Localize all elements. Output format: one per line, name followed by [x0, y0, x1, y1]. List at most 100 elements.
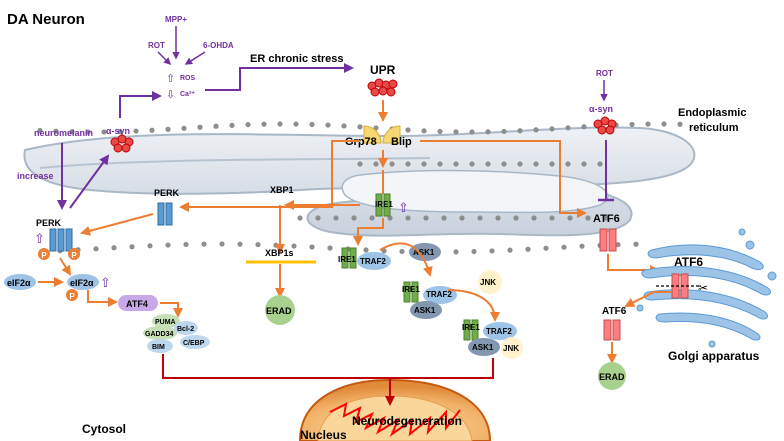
ribosome-dot	[501, 161, 507, 167]
ribosome-dot	[399, 248, 405, 255]
rot-label: ROT	[148, 41, 165, 50]
jnk-b-label: JNK	[503, 344, 519, 353]
ribosome-dot	[459, 215, 465, 221]
grp78-shape	[363, 125, 382, 144]
ribosome-dot	[517, 128, 523, 134]
ribosome-dot	[633, 241, 639, 247]
alpha-syn-left-aggregate-icon	[110, 134, 134, 153]
ribosome-dot	[327, 245, 333, 251]
cytosol-label: Cytosol	[82, 422, 126, 436]
erad-right-label: ERAD	[599, 372, 625, 382]
ribosome-dot	[387, 215, 393, 221]
xbp1s-label: XBP1s	[265, 248, 294, 258]
ribosome-dot	[405, 215, 411, 221]
ribosome-dot	[369, 215, 375, 221]
ribosome-dot	[437, 128, 443, 135]
endoplasmic-reticulum	[23, 121, 696, 255]
stressors: MPP+ ROT 6-OHDA ⇧ ⇩ ROS Ca²⁺	[148, 15, 234, 101]
ribosome-dot	[111, 245, 117, 251]
ribosome-dot	[357, 124, 363, 130]
ribosome-dot	[357, 161, 363, 167]
rot-right-label: ROT	[596, 69, 613, 78]
ribosome-dot	[533, 161, 539, 167]
ribosome-dot	[423, 215, 429, 221]
ribosome-dot	[453, 161, 459, 167]
ribosome-dot	[507, 247, 513, 253]
ribosome-dot	[149, 127, 155, 133]
eif2a-up-arrow-icon: ⇧	[100, 275, 111, 290]
erad-mid-label: ERAD	[266, 306, 292, 316]
ribosome-dot	[133, 128, 139, 134]
ribosome-dot	[549, 126, 555, 132]
ribosome-dot	[533, 127, 539, 133]
perk-cytosol-label: PERK	[36, 218, 62, 228]
ribosome-dot	[297, 215, 303, 221]
ire1-up-arrow-icon: ⇧	[398, 200, 409, 215]
ribosome-dot	[469, 129, 475, 135]
ribosome-dot	[405, 127, 411, 133]
eif2a-2-label: eIF2α	[70, 278, 94, 288]
ire1-er-label: IRE1	[375, 200, 393, 209]
perk-er-receptor	[157, 202, 173, 226]
ire1-b-label: IRE1	[402, 285, 420, 294]
ribosome-dot	[453, 129, 459, 135]
ribosome-dot	[597, 161, 603, 167]
traf2-c-label: TRAF2	[486, 327, 512, 336]
ribosome-dot	[201, 241, 207, 247]
phospho-icon	[38, 248, 50, 260]
ribosome-dot	[37, 127, 43, 134]
phospho-label-3: P	[69, 292, 75, 301]
ribosome-dot	[441, 215, 447, 221]
ribosome-dot	[237, 241, 243, 247]
er-chronic-stress-label: ER chronic stress	[250, 53, 344, 65]
ribosome-dot	[389, 161, 395, 167]
atf6-cytosol-receptor	[603, 319, 621, 341]
phospho-icon	[68, 248, 80, 260]
ribosome-dot	[245, 122, 251, 128]
perk-cytosol-receptor	[49, 228, 73, 252]
atf4-targets: PUMA GADD34 Bcl-2 BIM C/EBP	[143, 314, 210, 353]
eif2a-1-shape	[4, 274, 36, 290]
atf4-shape	[118, 295, 158, 311]
alpha-syn-left-label: α-syn	[106, 126, 130, 136]
ribosome-dot	[581, 124, 587, 130]
upr-label: UPR	[370, 63, 396, 77]
blip-label: Blip	[391, 136, 412, 148]
erad-right-shape	[598, 362, 626, 390]
6-ohda-label: 6-OHDA	[203, 41, 234, 50]
neurodegeneration-arrow-right	[390, 358, 494, 379]
atf6-cytosol-label: ATF6	[602, 306, 627, 317]
ask1-b-label: ASK1	[414, 306, 436, 315]
ribosome-dot	[485, 129, 491, 135]
ribosome-dot	[183, 241, 189, 248]
ribosome-dot	[261, 121, 267, 127]
phospho-label-1: P	[41, 251, 47, 260]
ribosome-dot	[277, 121, 283, 127]
ribosome-dot	[405, 161, 411, 167]
ribosome-dot	[165, 126, 171, 132]
ribosome-dot	[421, 161, 427, 167]
ribosome-dot	[561, 244, 567, 250]
scissors-icon: ✂	[698, 281, 708, 295]
ribosome-dot	[129, 244, 135, 250]
ribosome-dot	[93, 246, 99, 252]
golgi-label: Golgi apparatus	[668, 349, 760, 363]
atf6-golgi-label: ATF6	[674, 255, 703, 269]
ire1-a-label: IRE1	[338, 255, 356, 264]
blip-shape	[382, 125, 401, 144]
atf4-label: ATF4	[126, 299, 148, 309]
ire1-complex-c	[463, 319, 523, 359]
ribosome-dot	[565, 125, 571, 131]
ros-label: ROS	[180, 75, 196, 82]
ribosome-dot	[645, 121, 651, 127]
increase-label: increase	[17, 171, 54, 181]
ribosome-dot	[677, 121, 683, 127]
ribosome-dot	[309, 121, 315, 128]
ribosome-dot	[469, 161, 475, 167]
xbp1-label: XBP1	[270, 185, 294, 195]
ribosome-dot	[629, 121, 635, 128]
ribosome-dot	[85, 129, 91, 135]
phospho-icon	[66, 289, 78, 301]
